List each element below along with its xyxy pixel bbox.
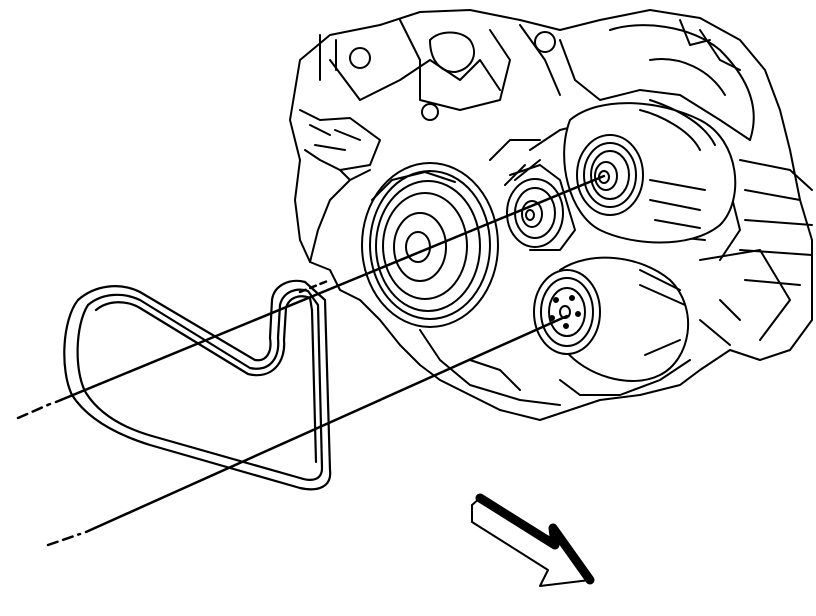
idler-pulley-icon [504,159,576,251]
crankshaft-pulley-icon [361,162,499,328]
leader-lines [16,174,606,547]
serpentine-belt-icon [63,279,332,491]
front-view-arrow-icon [471,493,595,587]
ac-compressor-icon [533,256,690,382]
generator-pulley-icon [563,99,737,244]
